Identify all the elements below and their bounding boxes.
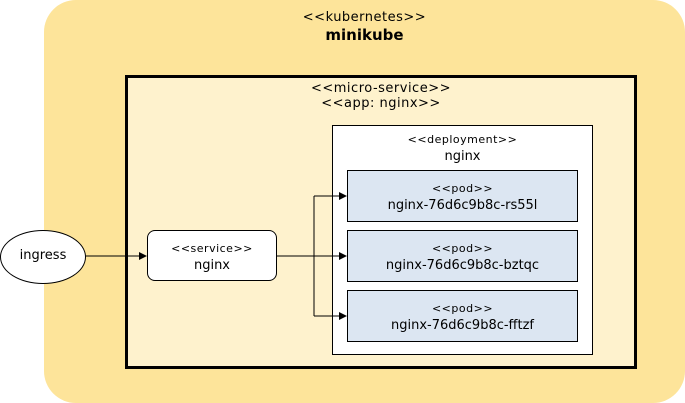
cluster-name: minikube (325, 26, 404, 44)
pod-box (347, 290, 578, 342)
service-name: nginx (193, 258, 231, 273)
service-box (147, 230, 277, 281)
pod-stereotype: <<pod>> (431, 182, 494, 195)
ingress-label: ingress (19, 248, 67, 263)
cluster-stereotype: <<kubernetes>> (302, 10, 427, 25)
deployment-name: nginx (444, 149, 481, 164)
pod-box (347, 230, 578, 282)
pod-stereotype: <<pod>> (431, 302, 494, 315)
pod-name: nginx-76d6c9b8c-rs55l (387, 198, 538, 213)
pod-stereotype: <<pod>> (431, 242, 494, 255)
deployment-stereotype: <<deployment>> (407, 133, 518, 146)
micro-service-stereotype: <<micro-service>> (310, 81, 451, 96)
ingress-node (0, 230, 86, 284)
pod-name: nginx-76d6c9b8c-bztqc (385, 258, 540, 273)
service-stereotype: <<service>> (171, 242, 253, 255)
pod-name: nginx-76d6c9b8c-fftzf (390, 318, 535, 333)
pod-box (347, 170, 578, 222)
micro-service-app-label: <<app: nginx>> (321, 96, 441, 111)
